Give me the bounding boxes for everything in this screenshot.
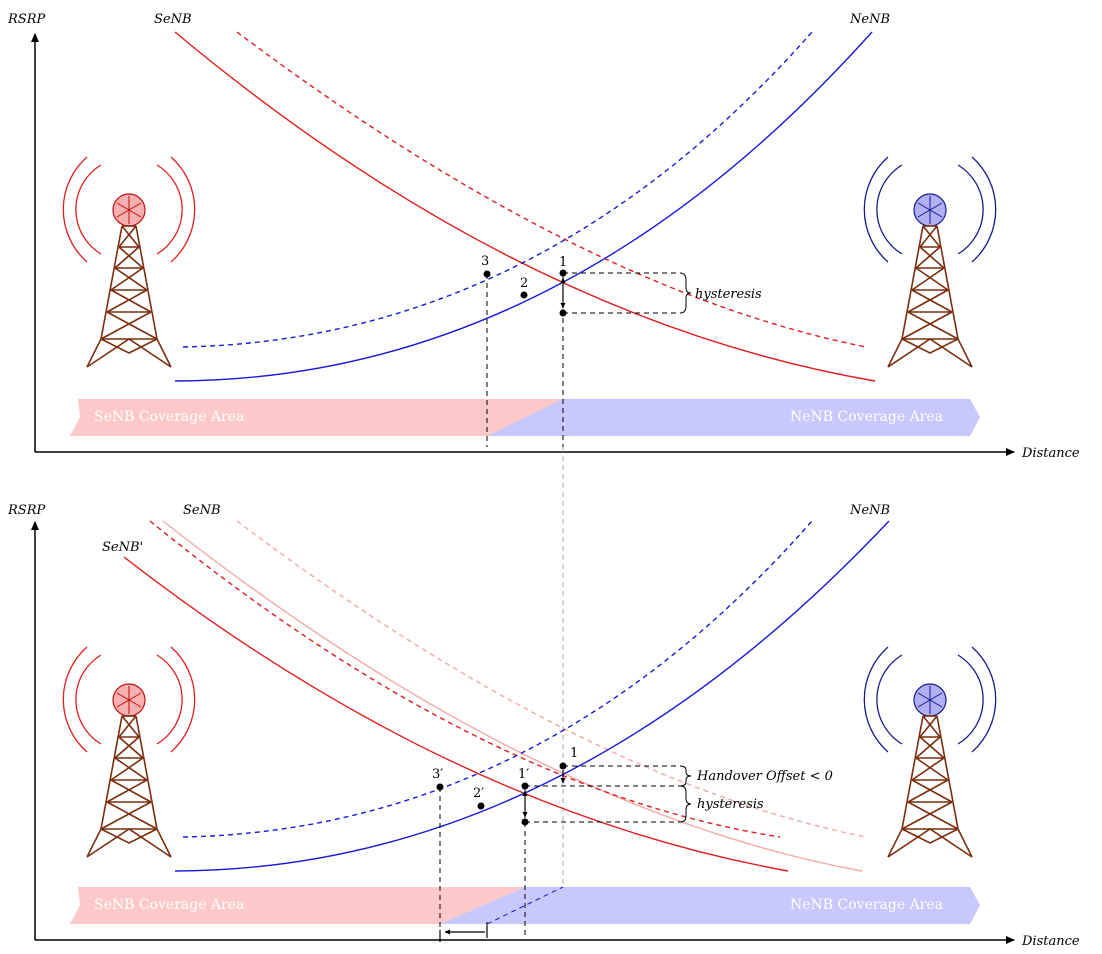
senb-prime-hysteresis-curve — [149, 520, 781, 838]
senb-coverage-label: SeNB Coverage Area — [94, 897, 244, 913]
senb-curve-label: SeNB — [183, 503, 221, 518]
nenb-coverage-label: NeNB Coverage Area — [790, 897, 943, 913]
senb-tower-icon — [63, 157, 194, 367]
point-1-prime-lower-marker — [521, 818, 529, 826]
hysteresis-brace — [679, 272, 692, 314]
senb-hysteresis-curve — [236, 31, 867, 348]
coverage-transition — [487, 399, 563, 436]
senb-original-hysteresis-curve — [236, 520, 867, 838]
senb-original-curve — [162, 520, 863, 872]
nenb-curve-label: NeNB — [849, 12, 890, 27]
senb-prime-curve-label: SeNB' — [102, 540, 143, 555]
senb-prime-rsrp-curve — [123, 556, 789, 872]
coverage-transition — [440, 887, 525, 924]
senb-coverage-label: SeNB Coverage Area — [94, 409, 244, 425]
x-axis-label: Distance — [1021, 446, 1080, 461]
point-3-label: 3 — [481, 254, 489, 269]
nenb-coverage-label: NeNB Coverage Area — [790, 409, 943, 425]
point-3-marker — [483, 270, 491, 278]
senb-rsrp-curve — [174, 31, 876, 382]
hysteresis-brace — [679, 785, 692, 823]
handover-offset-brace — [679, 765, 692, 787]
hysteresis-label: hysteresis — [695, 287, 762, 302]
hysteresis-label: hysteresis — [697, 797, 764, 812]
x-axis-label: Distance — [1021, 934, 1080, 949]
point-2-label: 2 — [520, 276, 528, 291]
nenb-coverage-band — [487, 399, 980, 436]
point-1-lower-marker — [559, 309, 567, 317]
nenb-coverage-band — [440, 887, 980, 924]
point-2-prime-marker — [477, 802, 485, 810]
top-panel: SeNB Coverage Area NeNB Coverage Area RS… — [7, 12, 1080, 461]
point-1-label: 1 — [559, 255, 567, 270]
senb-curve-label: SeNB — [154, 12, 192, 27]
nenb-hysteresis-curve — [182, 31, 813, 348]
handover-offset-label: Handover Offset < 0 — [696, 769, 833, 784]
nenb-rsrp-curve — [174, 520, 890, 872]
bottom-panel: SeNB Coverage Area NeNB Coverage Area RS… — [7, 503, 1080, 949]
senb-coverage-band — [70, 887, 440, 924]
point-1-marker — [559, 762, 567, 770]
nenb-tower-icon — [864, 157, 995, 367]
point-1-prime-marker — [521, 782, 529, 790]
senb-tower-icon — [63, 647, 194, 857]
point-1-marker — [559, 269, 567, 277]
y-axis-label: RSRP — [7, 503, 45, 518]
point-3-prime-marker — [436, 783, 444, 791]
y-axis-label: RSRP — [7, 12, 45, 27]
point-1-label: 1 — [570, 746, 578, 761]
point-3-prime-label: 3′ — [432, 767, 443, 782]
nenb-hysteresis-curve — [182, 520, 813, 838]
nenb-curve-label: NeNB — [849, 503, 890, 518]
point-2-marker — [520, 291, 528, 299]
nenb-tower-icon — [864, 647, 995, 857]
point-1-prime-label: 1′ — [518, 767, 529, 782]
senb-coverage-band — [70, 399, 487, 436]
point-2-prime-label: 2′ — [473, 786, 484, 801]
nenb-rsrp-curve — [174, 31, 873, 382]
